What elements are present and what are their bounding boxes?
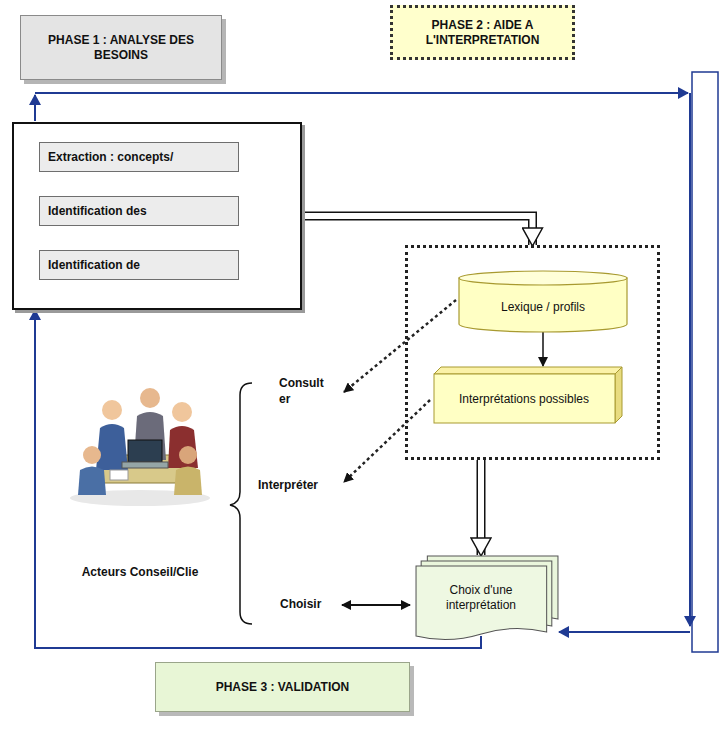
connector xyxy=(35,310,481,648)
action-label: Choisir xyxy=(280,597,338,613)
database-cylinder: Lexique / profils xyxy=(458,270,628,332)
side-panel xyxy=(692,72,718,652)
node-text: Identification des xyxy=(40,201,155,222)
feedback-line xyxy=(35,92,688,94)
feedback-line xyxy=(34,95,36,121)
double-arrow xyxy=(342,604,410,606)
node-text: PHASE 3 : VALIDATION xyxy=(208,676,358,699)
group-frame: Lexique / profilsInterprétations possibl… xyxy=(405,245,660,460)
connector xyxy=(302,216,533,245)
feedback-line xyxy=(559,631,690,633)
node-text: Lexique / profils xyxy=(491,296,595,319)
node-text: Choix d'une interprétation xyxy=(415,579,547,617)
feedback-line xyxy=(689,93,691,626)
process-box: Interprétations possibles xyxy=(433,366,623,424)
phase-header: PHASE 1 : ANALYSE DES BESOINS xyxy=(20,15,222,80)
node-text: Extraction : concepts/ xyxy=(40,147,181,168)
node-text: PHASE 2 : AIDE A L'INTERPRETATION xyxy=(393,14,572,52)
document-stack: Choix d'une interprétation xyxy=(415,555,559,640)
task-box: Identification de xyxy=(39,250,239,280)
action-label: Interpréter xyxy=(258,478,338,494)
connector xyxy=(481,460,482,555)
connector xyxy=(543,332,544,366)
actors-illustration xyxy=(70,388,210,506)
brace xyxy=(230,383,252,624)
phase-header: PHASE 3 : VALIDATION xyxy=(155,662,410,712)
actor-caption: Acteurs Conseil/Clie xyxy=(75,565,205,581)
phase-frame: Extraction : concepts/Identification des… xyxy=(12,122,302,310)
task-box: Identification des xyxy=(39,196,239,226)
phase-header: PHASE 2 : AIDE A L'INTERPRETATION xyxy=(390,5,575,60)
action-label: Consult er xyxy=(279,376,335,407)
node-text: PHASE 1 : ANALYSE DES BESOINS xyxy=(21,29,221,67)
dotted-arrow xyxy=(344,400,430,482)
node-text: Identification de xyxy=(40,255,148,276)
task-box: Extraction : concepts/ xyxy=(39,142,239,172)
node-text: Interprétations possibles xyxy=(449,388,599,411)
